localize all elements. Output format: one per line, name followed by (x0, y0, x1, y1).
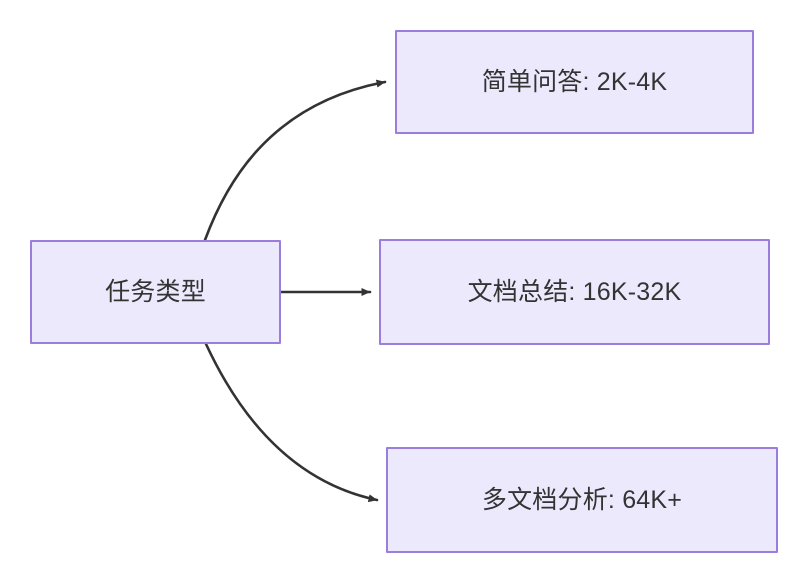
node-task-doc-summary[interactable]: 文档总结: 16K-32K (379, 239, 770, 345)
edge-root-to-task-3 (204, 342, 379, 503)
node-task-doc-summary-label: 文档总结: 16K-32K (467, 278, 682, 306)
node-task-multi-doc-analysis[interactable]: 多文档分析: 64K+ (386, 447, 778, 553)
node-task-simple-qa[interactable]: 简单问答: 2K-4K (395, 30, 754, 134)
node-root-label: 任务类型 (105, 278, 206, 306)
edge-root-to-task-1 (203, 79, 387, 242)
node-task-simple-qa-label: 简单问答: 2K-4K (481, 68, 668, 96)
node-root[interactable]: 任务类型 (30, 240, 281, 344)
node-task-multi-doc-analysis-label: 多文档分析: 64K+ (481, 486, 683, 514)
